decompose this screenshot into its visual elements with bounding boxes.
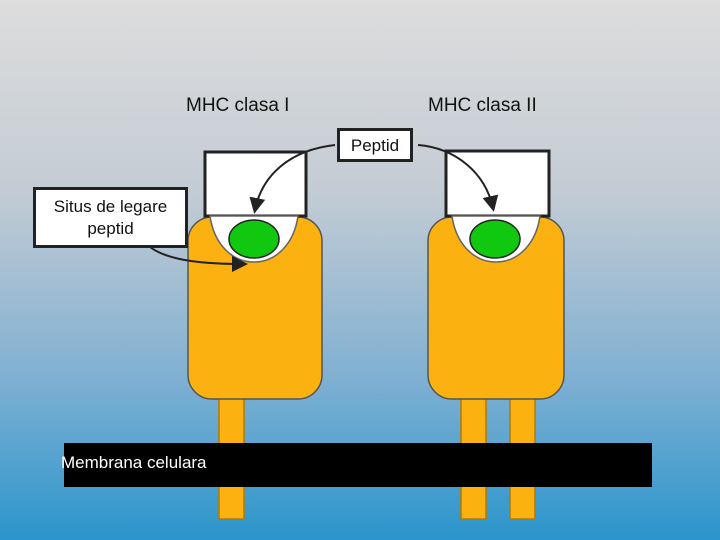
binding-site-label-line1: Situs de legare [53, 197, 168, 216]
peptide-arrow-to-mhc1 [249, 144, 336, 214]
mhc-class-2-title: MHC clasa II [428, 95, 537, 116]
binding-site-label-line2: peptid [87, 219, 134, 238]
binding-site-arrow [149, 246, 248, 272]
mhc1-peptide [228, 219, 280, 259]
mhc-class-1-title: MHC clasa I [186, 95, 290, 116]
cell-membrane-label: Membrana celulara [61, 453, 207, 472]
peptide-label-box: Peptid [337, 128, 413, 162]
peptide-label: Peptid [350, 136, 400, 155]
peptide-arrow-to-mhc2 [417, 144, 499, 212]
cell-membrane [64, 443, 652, 487]
mhc2-peptide [469, 219, 521, 259]
binding-site-label-box: Situs de legare peptid [33, 187, 188, 248]
